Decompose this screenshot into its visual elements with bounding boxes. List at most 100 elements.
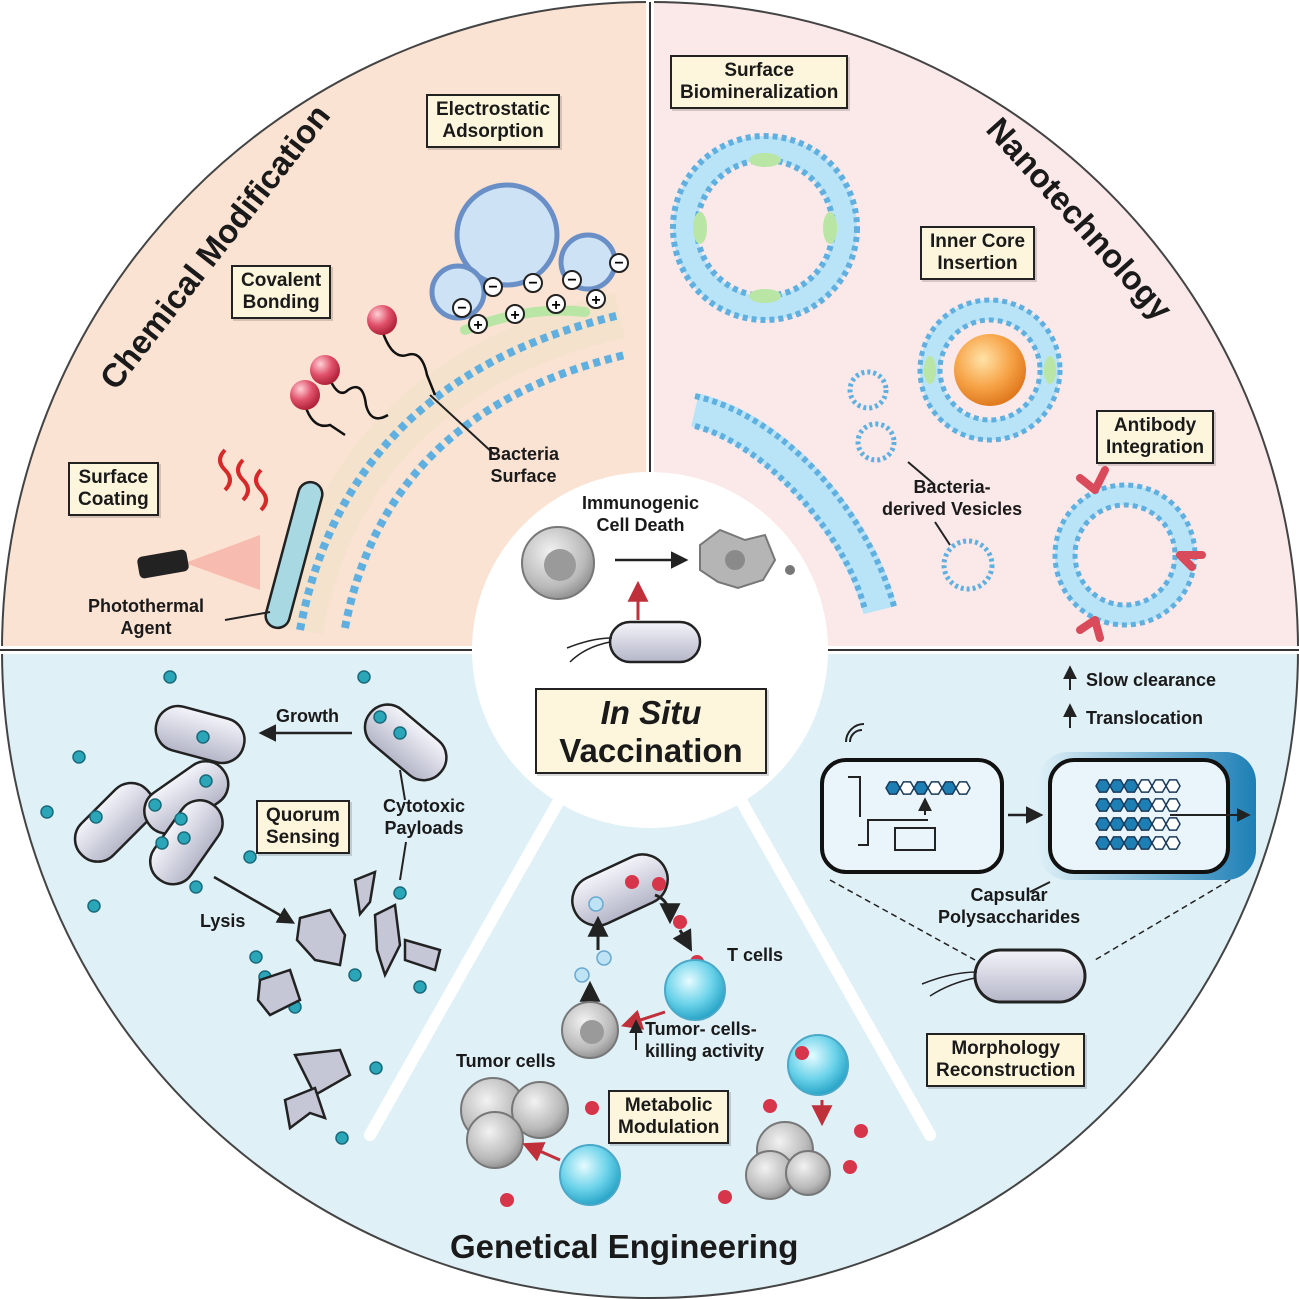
covalent-line1: Covalent — [241, 270, 322, 291]
vesicles-line2: derived Vesicles — [882, 499, 1023, 519]
covalent-bonding-label: Covalent Bonding — [231, 265, 332, 319]
hexagon-unit — [1137, 817, 1153, 831]
photothermal-line1: Photothermal — [88, 596, 205, 616]
hexagon-unit — [1095, 779, 1111, 793]
biomineral-line2: Biomineralization — [680, 82, 839, 103]
bacteria-surface-line2: Surface — [490, 466, 557, 486]
tumor-killing-label: Tumor- cells- killing activity — [645, 1018, 764, 1062]
polysaccharide-hexagons-small — [885, 781, 971, 795]
capsular-line2: Polysaccharides — [938, 907, 1081, 927]
biomineral-line1: Surface — [724, 60, 795, 81]
lysis-label: Lysis — [200, 911, 246, 931]
svg-text:−: − — [614, 255, 623, 272]
svg-text:+: + — [591, 292, 600, 309]
photothermal-agent-label: Photothermal Agent — [88, 595, 204, 639]
hexagon-unit — [1095, 798, 1111, 812]
bacteria-surface-label: Bacteria Surface — [488, 443, 559, 487]
coating-line2: Coating — [78, 489, 149, 510]
inner-core-line1: Inner Core — [930, 231, 1026, 252]
hexagon-unit — [1151, 817, 1167, 831]
in-situ-vaccination-box: In Situ Vaccination — [535, 688, 767, 774]
metabolic-line2: Modulation — [618, 1117, 720, 1138]
in-situ-text: In Situ — [600, 694, 702, 731]
cytotoxic-line1: Cytotoxic — [383, 796, 466, 816]
nano-vesicles — [670, 133, 1206, 642]
icd-line1: Immunogenic — [582, 493, 700, 513]
genetical-engineering-title: Genetical Engineering — [450, 1228, 799, 1265]
immunogenic-cell-death-label: Immunogenic Cell Death — [582, 492, 699, 536]
surface-coating-label: Surface Coating — [68, 462, 159, 516]
lysed-fragments — [256, 870, 442, 1131]
electrostatic-line1: Electrostatic — [436, 99, 551, 120]
morphology-line2: Reconstruction — [936, 1060, 1076, 1081]
hexagon-unit — [1109, 817, 1125, 831]
translocation-label: Translocation — [1086, 708, 1204, 728]
hexagon-unit — [913, 781, 929, 795]
bacteria-surface-line1: Bacteria — [488, 444, 560, 464]
electrostatic-vesicles: − − − − − + + + + — [429, 182, 629, 334]
hexagon-unit — [1123, 779, 1139, 793]
hexagon-unit — [1109, 779, 1125, 793]
hexagon-unit — [1123, 817, 1139, 831]
coating-line1: Surface — [78, 467, 149, 488]
bacteria-vesicles-label: Bacteria- derived Vesicles — [882, 476, 1022, 520]
hexagon-unit — [1151, 836, 1167, 850]
svg-text:+: + — [510, 307, 519, 324]
hexagon-unit — [1123, 798, 1139, 812]
icd-line2: Cell Death — [596, 515, 685, 535]
morphology-line1: Morphology — [951, 1038, 1061, 1059]
metabolic-modulation-label: Metabolic Modulation — [608, 1090, 730, 1144]
hexagon-unit — [955, 781, 971, 795]
hexagon-unit — [1165, 836, 1181, 850]
morphology-reconstruction-label: Morphology Reconstruction — [926, 1033, 1086, 1087]
tumor-cells-label: Tumor cells — [456, 1051, 556, 1071]
electrostatic-line2: Adsorption — [442, 121, 544, 142]
svg-text:+: + — [473, 317, 482, 334]
hexagon-unit — [1109, 836, 1125, 850]
svg-text:−: − — [488, 279, 497, 296]
vesicles-line1: Bacteria- — [913, 477, 991, 497]
capsular-line1: Capsular — [970, 885, 1048, 905]
hexagon-unit — [1109, 798, 1125, 812]
hexagon-unit — [1137, 798, 1153, 812]
electrostatic-adsorption-label: Electrostatic Adsorption — [426, 94, 561, 148]
antibody-line2: Integration — [1106, 437, 1205, 458]
surface-biomineralization-label: Surface Biomineralization — [670, 55, 849, 109]
inner-core-line2: Insertion — [937, 253, 1018, 274]
svg-text:−: − — [567, 272, 576, 289]
antibody-integration-label: Antibody Integration — [1096, 410, 1215, 464]
svg-text:+: + — [551, 297, 560, 314]
genetic-illustration — [460, 853, 868, 1207]
inner-core-insertion-label: Inner Core Insertion — [920, 226, 1036, 280]
hexagon-unit — [899, 781, 915, 795]
quorum-bacteria — [73, 703, 448, 886]
hexagon-unit — [1137, 779, 1153, 793]
metabolic-line1: Metabolic — [624, 1095, 713, 1116]
antibody-line1: Antibody — [1113, 415, 1197, 436]
hexagon-unit — [1095, 836, 1111, 850]
hexagon-unit — [1137, 836, 1153, 850]
hexagon-unit — [1095, 817, 1111, 831]
slow-clearance-label: Slow clearance — [1086, 670, 1217, 690]
hexagon-unit — [927, 781, 943, 795]
capsular-polysaccharides-label: Capsular Polysaccharides — [938, 884, 1080, 928]
hexagon-unit — [1165, 798, 1181, 812]
hexagon-unit — [1165, 817, 1181, 831]
cytotoxic-line2: Payloads — [384, 818, 464, 838]
quorum-line1: Quorum — [266, 805, 340, 826]
covalent-line2: Bonding — [242, 292, 320, 313]
growth-label: Growth — [276, 706, 339, 726]
bacteria-membrane-arc — [277, 292, 626, 635]
photothermal-setup — [137, 448, 324, 630]
cytotoxic-payloads-label: Cytotoxic Payloads — [383, 795, 465, 839]
vaccination-text: Vaccination — [559, 732, 743, 769]
icd-illustration — [521, 526, 795, 664]
hexagon-unit — [1123, 836, 1139, 850]
hexagon-unit — [1165, 779, 1181, 793]
tumor-killing-line2: killing activity — [645, 1041, 765, 1061]
svg-text:−: − — [457, 300, 466, 317]
hexagon-unit — [1151, 779, 1167, 793]
hexagon-unit — [941, 781, 957, 795]
polysaccharide-hexagons-large — [1095, 779, 1181, 850]
